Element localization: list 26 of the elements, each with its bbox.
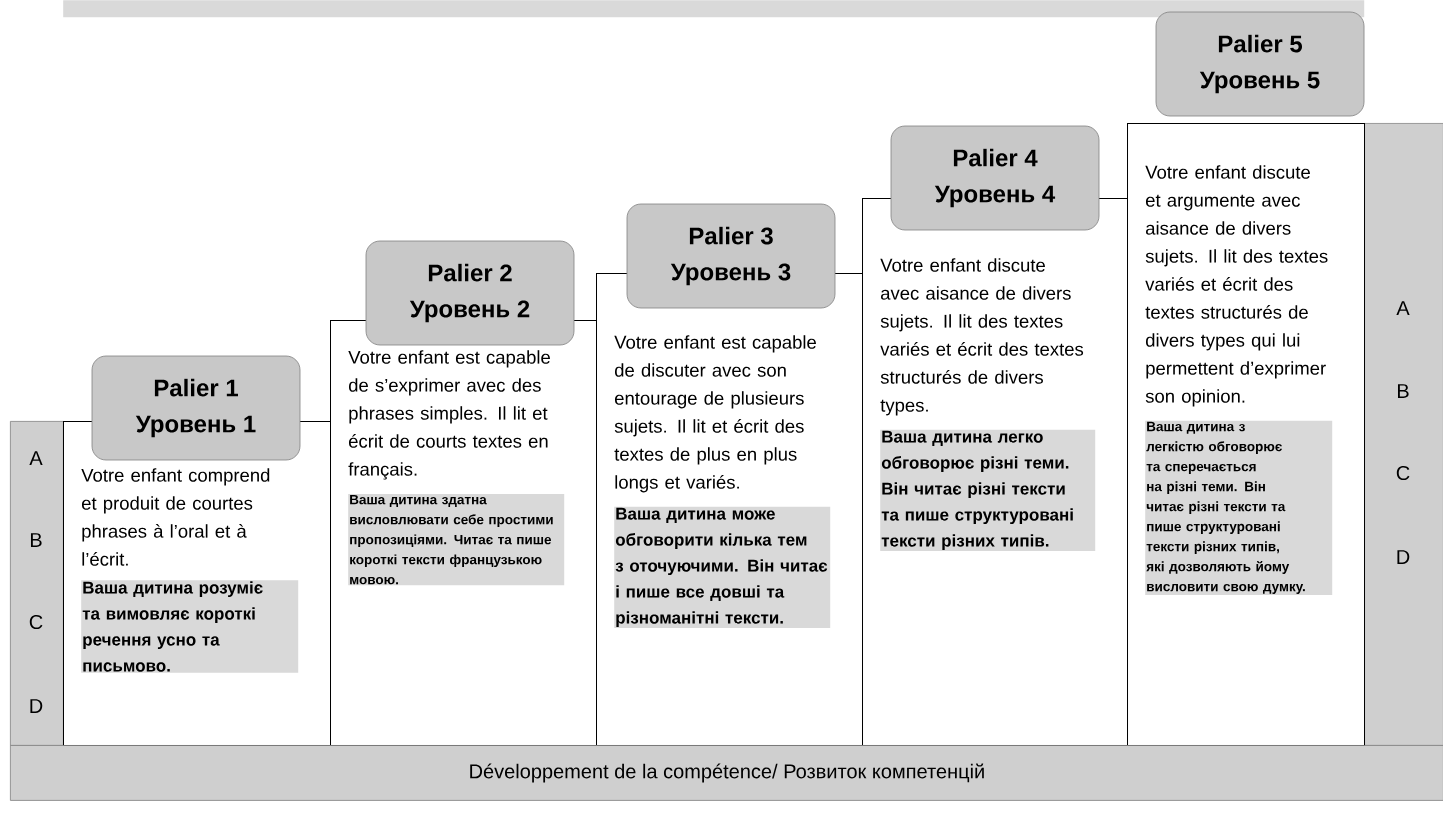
description-text: Votre enfant est capable de discuter avec son entourage de plusieurs sujets. Il lit et écrit des textes de plus en plus longs et variés. [614,335,816,493]
translation-text: Ваша дитина розуміє та вимовляє короткі речення усно та письмово. [81,580,299,673]
translation-text: Ваша дитина легко обговорює різні теми. Він читає різні тексти та пише структуровані тексти різних типів. [880,429,1096,552]
description-text: Votre enfant discute avec aisance de divers sujets. Il lit des textes variés et écrit des textes structurés de divers types. [880,258,1084,416]
level-badge: Palier 3 Уровень 3 [626,203,836,309]
side-band [1364,123,1443,746]
grade-letter: A [1396,301,1410,315]
level-badge: Palier 1 Уровень 1 [91,355,301,461]
grade-letter: B [1398,384,1409,398]
grade-letter: C [1396,465,1410,481]
level-badge: Palier 2 Уровень 2 [365,240,575,346]
level-badge: Palier 5 Уровень 5 [1155,11,1365,117]
top-bar [63,0,1365,18]
translation-text: Ваша дитина може обговорити кілька тем з оточуючими. Він читає і пише все довші та різноманітні тексти. [614,506,831,629]
description-text: Votre enfant est capable de s’exprimer avec des phrases simples. Il lit et écrit de courts textes en français. [348,350,550,480]
side-band [10,421,64,746]
grade-letter: D [30,699,43,713]
grade-letter: C [29,614,43,630]
grade-letter: B [31,533,42,547]
translation-text: Ваша дитина з легкістю обговорює та сперечається на різні теми. Він читає різні тексти та пише структуровані тексти різних типів, які дозволяють йому висловити свою думку. [1145,420,1333,595]
level-badge: Palier 4 Уровень 4 [890,125,1100,231]
grade-letter: A [29,451,43,465]
translation-text: Ваша дитина здатна висловлювати себе простими пропозиціями. Читає та пише короткі тексти французькою мовою. [348,493,565,586]
grade-letter: D [1397,550,1410,564]
description-text: Votre enfant discute et argumente avec aisance de divers sujets. Il lit des textes variés et écrit des textes structurés de divers types qui lui permettent d’exprimer son opinion. [1145,165,1328,407]
description-text: Votre enfant comprend et produit de courtes phrases à l’oral et à l’écrit. [81,468,270,566]
